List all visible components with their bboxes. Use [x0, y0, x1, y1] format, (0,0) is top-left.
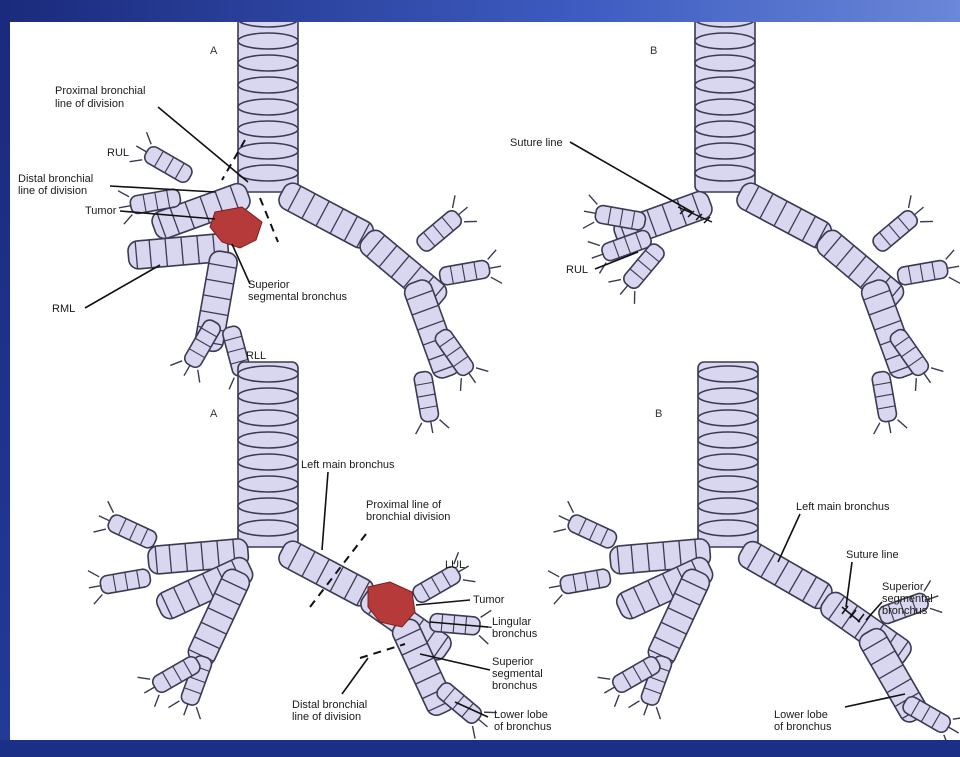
label-distal-2: line of division: [18, 185, 87, 197]
panel-label-top-left: A: [210, 45, 218, 57]
label-superior-top-2: segmental bronchus: [248, 291, 348, 303]
label-superior-top-1: Superior: [248, 279, 290, 291]
label-lower-br-2: of bronchus: [774, 721, 832, 733]
label-rll: RLL: [246, 350, 266, 362]
slide-left-band: [0, 0, 10, 757]
leader-rml: [85, 265, 160, 308]
label-proximal-bottom-2: bronchial division: [366, 511, 450, 523]
label-tumor-top: Tumor: [85, 205, 117, 217]
panel-label-bottom-left: A: [210, 408, 218, 420]
label-rml: RML: [52, 303, 75, 315]
label-rul-top: RUL: [107, 147, 129, 159]
leader-distal-bottom: [342, 658, 368, 694]
label-distal-1: Distal bronchial: [18, 173, 93, 185]
leader-left-main-br: [778, 514, 800, 562]
slide-bottom-band: [0, 740, 960, 757]
label-left-main-br: Left main bronchus: [796, 501, 890, 513]
airway-tree-top-right: [581, 22, 960, 436]
label-lower-bottom-2: of bronchus: [494, 721, 552, 733]
label-superior-bottom-3: bronchus: [492, 680, 538, 692]
label-superior-br-3: bronchus: [882, 605, 928, 617]
bronchial-resection-figure: A Proximal bronchial line of division RU…: [10, 22, 960, 740]
label-superior-br-2: segmental: [882, 593, 933, 605]
label-rul-top-right: RUL: [566, 264, 588, 276]
label-superior-bottom-2: segmental: [492, 668, 543, 680]
label-distal-bottom-1: Distal bronchial: [292, 699, 367, 711]
panel-label-top-right: B: [650, 45, 657, 57]
panel-label-bottom-right: B: [655, 408, 662, 420]
label-lul: LUL: [445, 559, 465, 571]
label-lower-bottom-1: Lower lobe: [494, 709, 548, 721]
leader-left-main-bottom: [322, 472, 328, 550]
distal-division-line-top: [260, 198, 278, 242]
label-superior-bottom-1: Superior: [492, 656, 534, 668]
label-tumor-bottom: Tumor: [473, 594, 505, 606]
label-proximal-bottom-1: Proximal line of: [366, 499, 442, 511]
slide-top-band: [0, 0, 960, 22]
label-suture-top: Suture line: [510, 137, 563, 149]
label-lingular-2: bronchus: [492, 628, 538, 640]
label-distal-bottom-2: line of division: [292, 711, 361, 723]
label-lingular-1: Lingular: [492, 616, 531, 628]
label-proximal-2: line of division: [55, 98, 124, 110]
tumor-mass-bottom: [368, 582, 415, 627]
label-lower-br-1: Lower lobe: [774, 709, 828, 721]
airway-tree-top-left: [116, 22, 504, 436]
label-superior-br-1: Superior: [882, 581, 924, 593]
figure-svg: A Proximal bronchial line of division RU…: [10, 22, 960, 740]
label-proximal-1: Proximal bronchial: [55, 85, 145, 97]
label-left-main-bottom: Left main bronchus: [301, 459, 395, 471]
leader-suture-top: [570, 142, 692, 212]
label-suture-br: Suture line: [846, 549, 899, 561]
